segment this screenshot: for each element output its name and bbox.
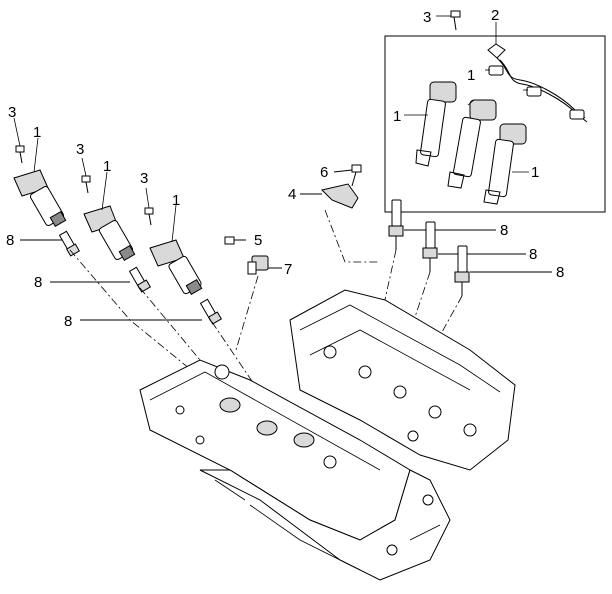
- callout-1-left-a: 1: [33, 124, 41, 141]
- callout-1-left-b: 1: [103, 158, 111, 175]
- callout-8-left-c: 8: [64, 313, 72, 330]
- callout-4: 4: [288, 186, 296, 203]
- callout-8-right-b: 8: [529, 246, 537, 263]
- inset-box: [384, 35, 606, 213]
- spark-plug-left-c: [80, 298, 223, 325]
- spark-plug-right-b: [422, 221, 526, 272]
- callout-1-inset-right: 1: [531, 164, 539, 181]
- wiring-harness: [485, 43, 588, 123]
- bolt-5: [224, 236, 246, 245]
- engine-cylinder-heads: [139, 289, 516, 581]
- ignition-coil-left-c: [149, 239, 203, 296]
- callout-8-left-b: 8: [34, 274, 42, 291]
- callout-8-right-c: 8: [556, 264, 564, 281]
- ignition-coil-left-a: [13, 169, 67, 228]
- bolt-left-a: [15, 145, 25, 164]
- callout-6: 6: [320, 164, 328, 181]
- ignition-coil-inset-2: [447, 99, 497, 189]
- bolt-6: [333, 164, 362, 187]
- callout-3-left-b: 3: [76, 141, 84, 158]
- spark-plug-left-b: [50, 266, 152, 293]
- cam-position-sensor: [247, 255, 282, 275]
- spark-plug-right-a: [388, 199, 496, 250]
- callout-3-left-c: 3: [140, 170, 148, 187]
- callout-8-right-a: 8: [500, 222, 508, 239]
- callout-3-top: 3: [423, 9, 431, 26]
- callout-1-inset-left: 1: [393, 108, 401, 125]
- callout-1-inset-top: 1: [467, 67, 475, 84]
- spark-plug-right-c: [454, 245, 552, 296]
- callout-1-left-c: 1: [172, 192, 180, 209]
- callout-5: 5: [254, 232, 262, 249]
- callout-2: 2: [491, 7, 499, 24]
- ignition-coil-inset-1: [415, 81, 457, 167]
- spark-plug-left-a: [20, 230, 81, 257]
- ignition-coil-left-b: [83, 205, 136, 262]
- bolt-left-c: [144, 207, 154, 226]
- bolt-left-b: [81, 175, 91, 194]
- callout-8-left-a: 8: [6, 232, 14, 249]
- bolt-top: [450, 10, 461, 31]
- ignition-coil-inset-3: [483, 123, 527, 205]
- bracket-4: [300, 183, 359, 209]
- callout-3-left-a: 3: [8, 104, 16, 121]
- callout-7: 7: [284, 261, 292, 278]
